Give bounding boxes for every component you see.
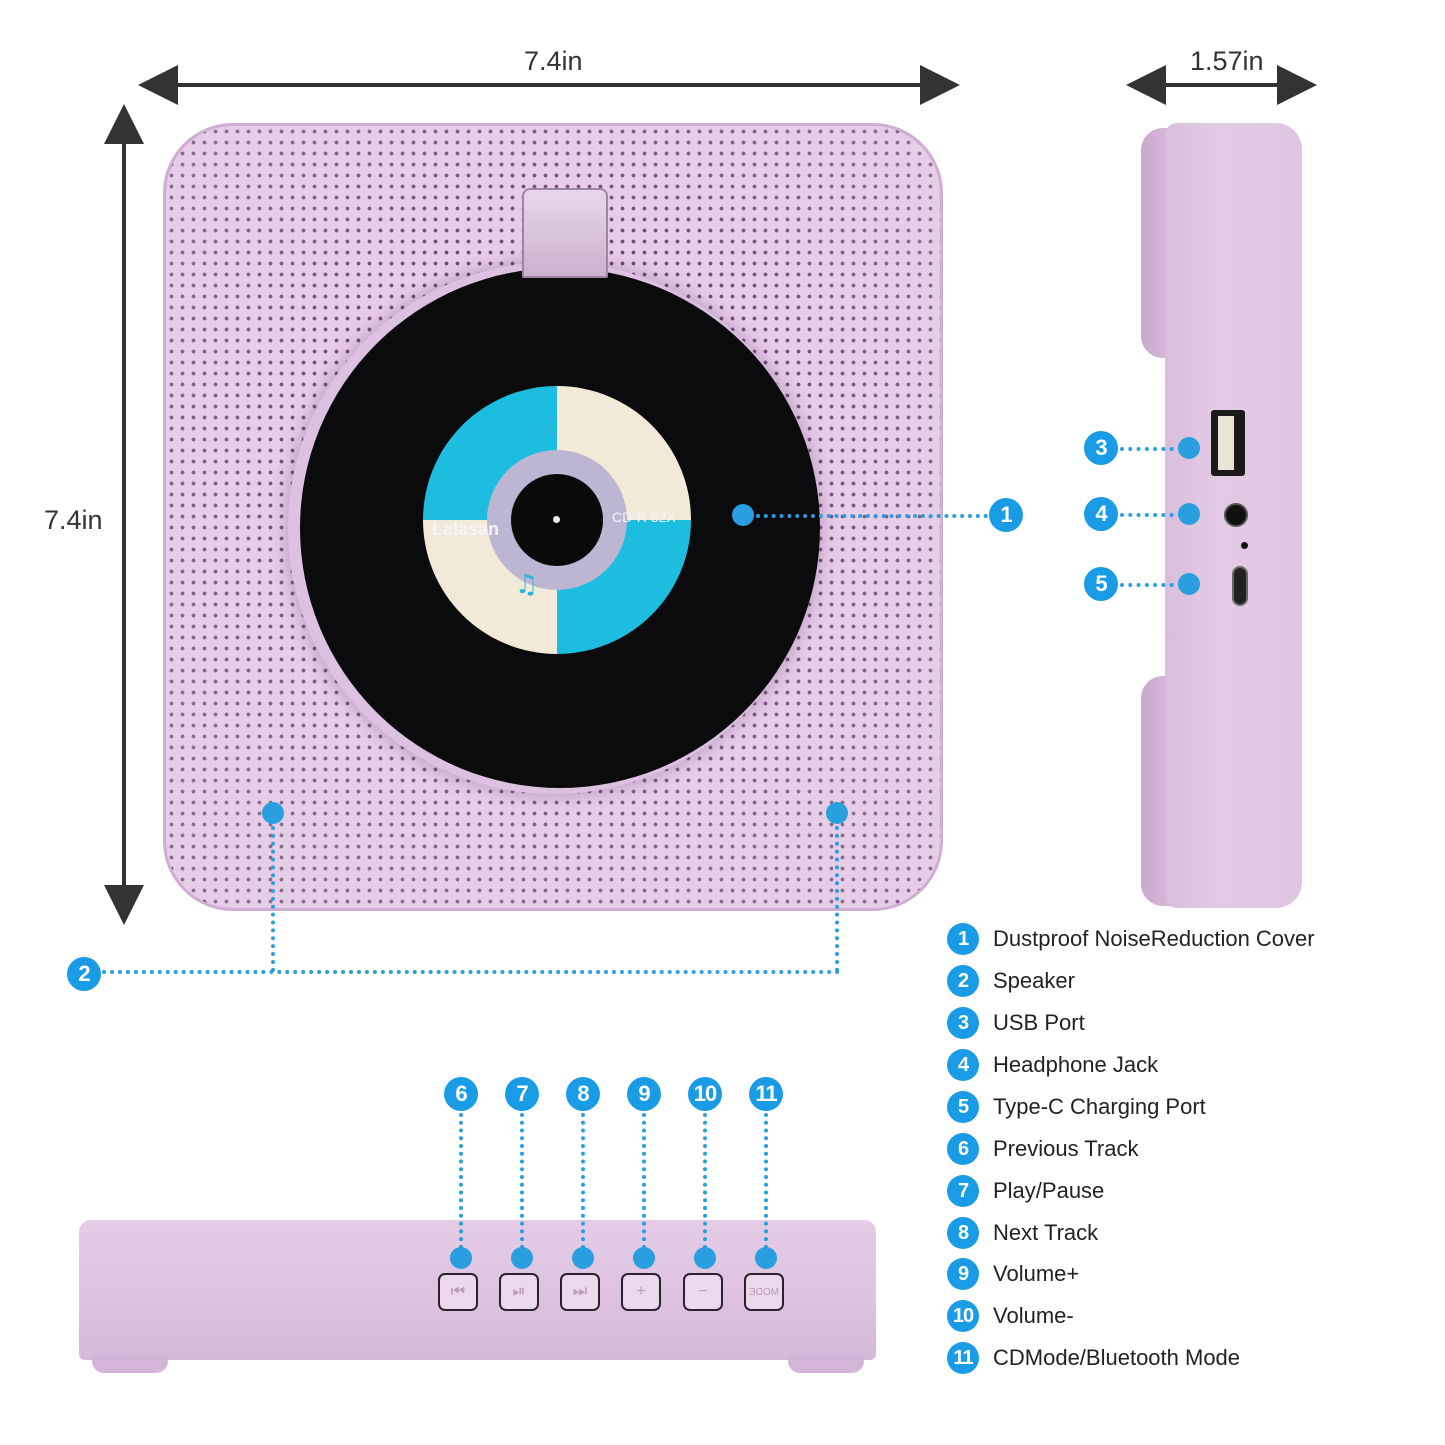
legend-item: 5 Type-C Charging Port (947, 1090, 1206, 1124)
previous-track-button[interactable]: ⏮ (438, 1273, 478, 1311)
legend-item: 1 Dustproof NoiseReduction Cover (947, 922, 1315, 956)
legend-label: Play/Pause (993, 1178, 1105, 1203)
plus-icon: + (636, 1283, 646, 1300)
cd-brand-text: Lalasan (432, 519, 500, 539)
width-label: 7.4in (524, 46, 583, 76)
callout-11-anchor (755, 1247, 777, 1269)
callout-2-leader-right (835, 826, 839, 972)
next-track-icon: ⏭ (572, 1283, 588, 1300)
legend-badge: 2 (947, 965, 979, 997)
callout-8-badge: 8 (566, 1077, 600, 1111)
callout-3-leader (1120, 447, 1182, 451)
volume-down-button[interactable]: − (683, 1273, 723, 1311)
legend-badge: 4 (947, 1049, 979, 1081)
legend-item: 7 Play/Pause (947, 1174, 1104, 1208)
callout-4-leader (1120, 513, 1182, 517)
legend-badge: 1 (947, 923, 979, 955)
callout-4-anchor (1178, 503, 1200, 525)
callout-4-badge: 4 (1084, 497, 1118, 531)
callout-7-leader (520, 1113, 524, 1249)
legend-badge: 10 (947, 1300, 979, 1332)
foot-left (92, 1355, 168, 1373)
minus-icon: − (698, 1283, 708, 1300)
music-note-icon: ♫ (515, 570, 539, 600)
legend-badge: 9 (947, 1258, 979, 1290)
callout-2-leader (102, 970, 840, 974)
callout-2-anchor-left (262, 802, 284, 824)
legend-item: 10 Volume- (947, 1299, 1074, 1333)
callout-1-badge: 1 (989, 498, 1023, 532)
callout-8-anchor (572, 1247, 594, 1269)
play-pause-icon: ⏯ (512, 1283, 526, 1300)
callout-9-leader (642, 1113, 646, 1249)
callout-2-anchor-right (826, 802, 848, 824)
callout-7-badge: 7 (505, 1077, 539, 1111)
legend-badge: 6 (947, 1133, 979, 1165)
legend-label: Volume- (993, 1303, 1074, 1328)
usb-port-insert (1218, 416, 1234, 470)
legend-badge: 5 (947, 1091, 979, 1123)
volume-up-button[interactable]: + (621, 1273, 661, 1311)
callout-9-anchor (633, 1247, 655, 1269)
callout-1-leader (756, 514, 988, 518)
indicator-led (1241, 542, 1248, 549)
callout-2-leader-left (271, 826, 275, 972)
legend-label: Dustproof NoiseReduction Cover (993, 926, 1315, 951)
legend-badge: 8 (947, 1217, 979, 1249)
callout-1-anchor (732, 504, 754, 526)
callout-11-leader (764, 1113, 768, 1249)
legend-label: Headphone Jack (993, 1052, 1159, 1077)
legend-item: 6 Previous Track (947, 1132, 1139, 1166)
mode-button[interactable]: MODE (744, 1273, 784, 1311)
previous-track-icon: ⏮ (450, 1283, 466, 1300)
mode-icon: MODE (749, 1286, 779, 1298)
legend-item: 9 Volume+ (947, 1257, 1079, 1291)
callout-10-anchor (694, 1247, 716, 1269)
legend-label: Speaker (993, 968, 1075, 993)
legend-badge: 3 (947, 1007, 979, 1039)
callout-5-leader (1120, 583, 1182, 587)
legend-item: 11 CDMode/Bluetooth Mode (947, 1341, 1240, 1375)
legend-label: USB Port (993, 1010, 1085, 1035)
callout-5-anchor (1178, 573, 1200, 595)
callout-10-badge: 10 (688, 1077, 722, 1111)
callout-9-badge: 9 (627, 1077, 661, 1111)
legend-item: 8 Next Track (947, 1216, 1098, 1250)
legend-badge: 7 (947, 1175, 979, 1207)
legend-badge: 11 (947, 1342, 979, 1374)
type-c-port-icon (1232, 566, 1248, 606)
next-track-button[interactable]: ⏭ (560, 1273, 600, 1311)
callout-11-badge: 11 (749, 1077, 783, 1111)
legend-label: Previous Track (993, 1136, 1139, 1161)
callout-6-anchor (450, 1247, 472, 1269)
legend-item: 4 Headphone Jack (947, 1048, 1158, 1082)
callout-5-badge: 5 (1084, 567, 1118, 601)
legend-label: Volume+ (993, 1261, 1080, 1286)
legend-item: 3 USB Port (947, 1006, 1085, 1040)
callout-6-badge: 6 (444, 1077, 478, 1111)
callout-2-badge: 2 (67, 957, 101, 991)
callout-10-leader (703, 1113, 707, 1249)
legend-item: 2 Speaker (947, 964, 1075, 998)
legend-label: Type-C Charging Port (993, 1094, 1206, 1119)
foot-right (788, 1355, 864, 1373)
depth-label: 1.57in (1190, 46, 1264, 76)
cover-latch (522, 188, 608, 278)
callout-3-badge: 3 (1084, 431, 1118, 465)
legend-label: CDMode/Bluetooth Mode (993, 1345, 1241, 1370)
callout-7-anchor (511, 1247, 533, 1269)
play-pause-button[interactable]: ⏯ (499, 1273, 539, 1311)
cd-spec-text: CD-R 52X (612, 509, 676, 525)
music-note-icon: ♫ (538, 410, 562, 440)
legend-label: Next Track (993, 1220, 1099, 1245)
headphone-jack-icon (1224, 503, 1248, 527)
cd-spindle (553, 516, 560, 523)
callout-8-leader (581, 1113, 585, 1249)
height-label: 7.4in (44, 505, 103, 535)
callout-6-leader (459, 1113, 463, 1249)
callout-3-anchor (1178, 437, 1200, 459)
